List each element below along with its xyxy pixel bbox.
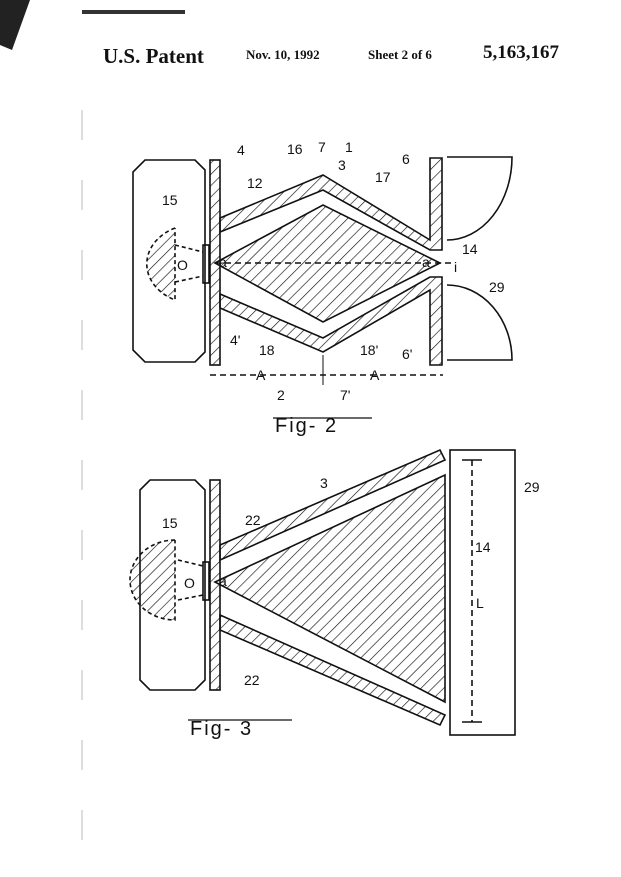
roller-upper [446,156,513,241]
figure-3-labels: 3 29 22 15 O a 14 L 22 Fig- 3 [162,475,540,740]
label: O [184,575,195,591]
label: 4 [237,142,245,158]
label: 4' [230,332,240,348]
label: 1 [345,139,353,155]
sheet-number: Sheet 2 of 6 [368,47,432,62]
label: 29 [524,479,540,495]
roller-29 [449,449,516,736]
label: 22 [245,512,261,528]
label: a [422,254,430,270]
label: A [256,367,266,383]
label: A [370,367,380,383]
label: 29 [489,279,505,295]
label: a [219,573,227,589]
label: 2 [277,387,285,403]
label: O [177,257,188,273]
scan-shadow [0,0,30,50]
figure-caption: Fig- 2 [275,415,338,437]
figure-2 [132,156,513,385]
lower-wall [219,613,447,727]
label: 12 [247,175,263,191]
label: 6' [402,346,412,362]
label: 6 [402,151,410,167]
orifice [202,244,210,284]
roller-lower [446,284,513,361]
orifice [202,561,210,601]
figure-caption: Fig- 3 [190,718,253,740]
label: 18' [360,342,378,358]
nozzle-body [139,479,206,691]
label: 22 [244,672,260,688]
patent-number: 5,163,167 [483,42,559,63]
element-15 [145,227,176,302]
patent-date: Nov. 10, 1992 [246,47,320,62]
element-15 [129,539,176,621]
figure-3 [129,448,516,736]
core-3 [213,473,446,704]
label: 7' [340,387,350,403]
label: 18 [259,342,275,358]
label: 14 [462,241,478,257]
label: L [476,595,484,611]
label: 17 [375,169,391,185]
upper-wall [219,157,443,251]
label: 16 [287,141,303,157]
upper-wall [219,448,447,562]
figure-2-labels: 4 16 7 1 3 17 6 12 15 O a a 14 i 29 4' 1… [162,139,505,437]
label: 14 [475,539,491,555]
lower-wall [219,276,443,366]
label: 3 [338,157,346,173]
label: 15 [162,192,178,208]
patent-label: U.S. Patent [103,44,204,68]
label: i [454,259,457,275]
label: 7 [318,139,326,155]
nozzle-body [132,159,206,363]
label: 3 [320,475,328,491]
label: 15 [162,515,178,531]
label: a [219,254,227,270]
